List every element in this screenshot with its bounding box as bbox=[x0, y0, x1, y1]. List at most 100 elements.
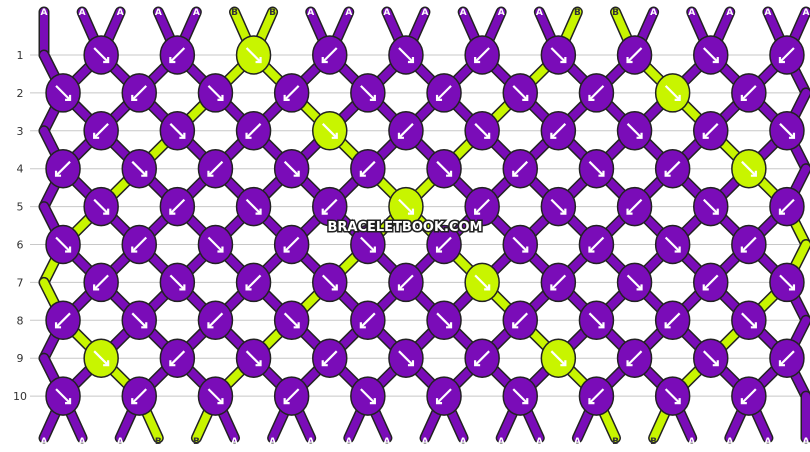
arrow-icon bbox=[55, 312, 71, 329]
arrow-icon bbox=[474, 123, 490, 139]
arrow-head bbox=[321, 208, 328, 215]
arrow-icon bbox=[245, 123, 262, 139]
arrow-head bbox=[169, 208, 176, 215]
arrow-icon bbox=[398, 350, 414, 366]
strand-label-bottom: A bbox=[536, 437, 543, 447]
knot bbox=[121, 148, 157, 189]
arrow-icon bbox=[779, 274, 795, 291]
arrow-head bbox=[712, 208, 719, 215]
strand-label-top: A bbox=[764, 8, 771, 18]
arrow-icon bbox=[436, 85, 452, 101]
knot bbox=[350, 300, 386, 341]
arrow-icon bbox=[55, 236, 71, 253]
arrow-head bbox=[484, 132, 491, 139]
arrow-head bbox=[750, 322, 757, 329]
knot bbox=[464, 338, 500, 378]
knot bbox=[159, 35, 196, 75]
arrow-icon bbox=[93, 47, 109, 63]
arrow-icon bbox=[55, 388, 71, 404]
strand-label-bottom: A bbox=[307, 437, 314, 447]
arrow-icon bbox=[207, 160, 224, 177]
arrow-icon bbox=[512, 236, 529, 253]
arrow-head bbox=[674, 246, 681, 253]
arrow-head bbox=[626, 57, 633, 64]
knot bbox=[273, 224, 310, 265]
knot bbox=[273, 376, 310, 416]
strand-label-top: A bbox=[155, 8, 162, 18]
watermark: BRACELETBOOK.COM bbox=[328, 220, 483, 235]
knot bbox=[426, 148, 462, 189]
knot bbox=[693, 35, 729, 75]
arrow-head bbox=[369, 94, 376, 102]
strand-label-bottom: A bbox=[688, 437, 695, 447]
strand-label-bottom: A bbox=[383, 437, 390, 447]
arrow-icon bbox=[321, 198, 338, 215]
arrow-icon bbox=[131, 160, 148, 177]
arrow-head bbox=[369, 246, 376, 253]
arrow-head bbox=[397, 132, 404, 139]
arrow-head bbox=[664, 170, 671, 177]
arrow-icon bbox=[626, 123, 643, 139]
knot bbox=[731, 224, 767, 265]
arrow-head bbox=[65, 246, 72, 253]
knot bbox=[235, 262, 272, 303]
knot bbox=[502, 148, 538, 189]
arrow-head bbox=[93, 132, 100, 139]
arrow-icon bbox=[664, 312, 681, 329]
knot bbox=[388, 186, 424, 227]
arrow-head bbox=[636, 284, 643, 291]
strand-label-bottom: A bbox=[803, 437, 810, 447]
row-label: 5 bbox=[17, 201, 24, 214]
arrow-head bbox=[321, 360, 328, 367]
arrow-head bbox=[141, 170, 148, 177]
arrow-head bbox=[674, 94, 681, 102]
arrow-icon bbox=[436, 236, 452, 253]
knot bbox=[769, 338, 805, 378]
arrow-icon bbox=[398, 198, 414, 215]
knot bbox=[578, 376, 615, 416]
arrow-icon bbox=[436, 388, 452, 404]
strand-label-top: A bbox=[726, 8, 733, 18]
arrow-head bbox=[598, 170, 605, 177]
arrow-icon bbox=[474, 47, 490, 63]
strand-label-top: B bbox=[231, 8, 238, 18]
arrow-icon bbox=[93, 123, 109, 139]
arrow-icon bbox=[283, 236, 300, 253]
knot bbox=[83, 35, 119, 75]
arrow-head bbox=[740, 398, 747, 405]
strand-label-top: A bbox=[688, 8, 695, 18]
strand-label-top: B bbox=[612, 8, 619, 18]
knot bbox=[388, 262, 424, 303]
knot bbox=[540, 262, 577, 303]
arrow-head bbox=[740, 246, 747, 253]
knot bbox=[426, 73, 462, 113]
arrow-icon bbox=[360, 312, 376, 329]
strand-label-top: A bbox=[383, 8, 390, 18]
knot bbox=[540, 35, 577, 75]
knot bbox=[312, 338, 348, 378]
arrow-icon bbox=[398, 47, 414, 63]
arrow-head bbox=[245, 284, 252, 291]
arrow-icon bbox=[702, 274, 719, 291]
arrow-icon bbox=[169, 47, 186, 63]
strand-label-bottom: A bbox=[79, 437, 86, 447]
arrow-icon bbox=[207, 312, 224, 329]
knot bbox=[502, 300, 538, 341]
arrow-icon bbox=[588, 312, 605, 329]
arrow-icon bbox=[207, 236, 224, 253]
arrow-head bbox=[512, 322, 519, 329]
arrow-head bbox=[103, 57, 110, 64]
arrow-head bbox=[712, 360, 719, 367]
arrow-head bbox=[255, 57, 262, 64]
strand-label-top: A bbox=[498, 8, 505, 18]
row-label: 2 bbox=[17, 87, 24, 100]
knot bbox=[693, 186, 729, 227]
arrow-icon bbox=[588, 388, 605, 404]
strand-label-bottom: A bbox=[41, 437, 48, 447]
knot bbox=[540, 186, 577, 227]
knot bbox=[578, 224, 615, 265]
row-label: 8 bbox=[17, 314, 24, 327]
knot bbox=[578, 300, 615, 341]
arrow-icon bbox=[626, 47, 643, 63]
